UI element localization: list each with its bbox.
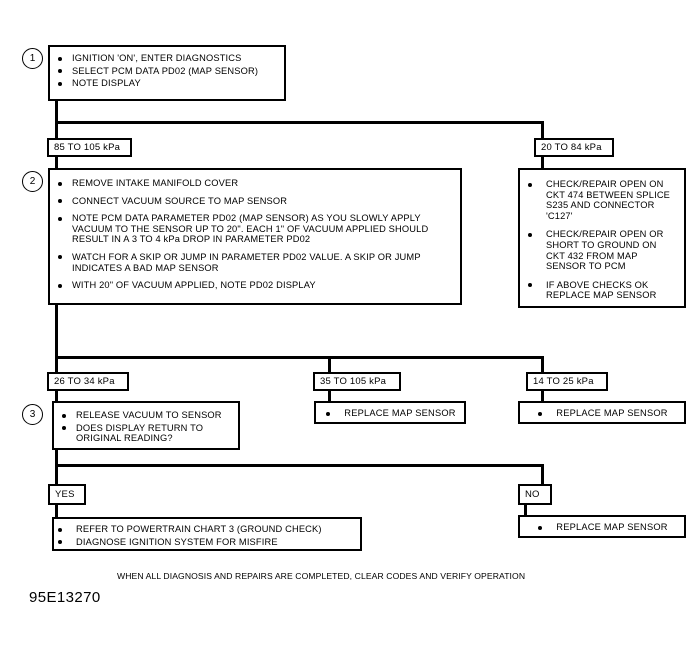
- step-2-item: REMOVE INTAKE MANIFOLD COVER: [50, 178, 460, 189]
- step-1-item: NOTE DISPLAY: [50, 78, 284, 89]
- range-tag-label: 14 TO 25 kPa: [533, 375, 594, 387]
- connector-branch2-middle-down: [328, 356, 331, 373]
- step-2-item: WATCH FOR A SKIP OR JUMP IN PARAMETER PD…: [50, 252, 460, 273]
- connector-branch2-bus: [55, 356, 544, 359]
- connector-branch3-right-down: [541, 464, 544, 485]
- range-tag-35-105: 35 TO 105 kPa: [313, 372, 401, 391]
- open-circuit-repair-box: CHECK/REPAIR OPEN ON CKT 474 BETWEEN SPL…: [518, 168, 686, 308]
- step-3-item: DOES DISPLAY RETURN TO ORIGINAL READING?: [54, 423, 238, 444]
- connector-branch2-left-down: [55, 356, 58, 373]
- no-outcome-box: REPLACE MAP SENSOR: [518, 515, 686, 538]
- range-tag-26-34: 26 TO 34 kPa: [47, 372, 129, 391]
- yes-outcome-item: REFER TO POWERTRAIN CHART 3 (GROUND CHEC…: [54, 524, 360, 535]
- connector-tag-to-replace-middle: [328, 391, 331, 402]
- footer-note: WHEN ALL DIAGNOSIS AND REPAIRS ARE COMPL…: [117, 571, 526, 581]
- range-tag-85-105: 85 TO 105 kPa: [47, 138, 132, 157]
- open-circuit-item: CHECK/REPAIR OPEN OR SHORT TO GROUND ON …: [520, 229, 684, 271]
- open-circuit-item: CHECK/REPAIR OPEN ON CKT 474 BETWEEN SPL…: [520, 179, 684, 221]
- step-2-item: WITH 20" OF VACUUM APPLIED, NOTE PD02 DI…: [50, 280, 460, 291]
- replace-map-sensor-box-right: REPLACE MAP SENSOR: [518, 401, 686, 424]
- connector-step1-down: [55, 101, 58, 124]
- branch-tag-label: NO: [525, 488, 540, 500]
- step-number-1: 1: [22, 48, 43, 69]
- replace-map-sensor-label: REPLACE MAP SENSOR: [536, 408, 668, 418]
- connector-tag-to-replace-right: [541, 391, 544, 402]
- range-tag-14-25: 14 TO 25 kPa: [526, 372, 608, 391]
- step-3-item: RELEASE VACUUM TO SENSOR: [54, 410, 238, 421]
- replace-map-sensor-label: REPLACE MAP SENSOR: [324, 408, 456, 418]
- range-tag-20-84: 20 TO 84 kPa: [534, 138, 614, 157]
- step-number-2: 2: [22, 171, 43, 192]
- replace-map-sensor-label: REPLACE MAP SENSOR: [536, 522, 668, 532]
- connector-no-down: [524, 505, 527, 516]
- branch-tag-yes: YES: [48, 484, 86, 505]
- step-1-item: IGNITION 'ON', ENTER DIAGNOSTICS: [50, 53, 284, 64]
- range-tag-label: 20 TO 84 kPa: [541, 141, 602, 153]
- connector-step3-down: [55, 450, 58, 485]
- step-2-item: NOTE PCM DATA PARAMETER PD02 (MAP SENSOR…: [50, 213, 460, 245]
- step-number-3: 3: [22, 404, 43, 425]
- connector-tag-to-step3: [55, 391, 58, 402]
- step-2-item: CONNECT VACUUM SOURCE TO MAP SENSOR: [50, 196, 460, 207]
- yes-outcome-item: DIAGNOSE IGNITION SYSTEM FOR MISFIRE: [54, 537, 360, 548]
- connector-branch1-left-down: [55, 121, 58, 139]
- yes-outcome-box: REFER TO POWERTRAIN CHART 3 (GROUND CHEC…: [52, 517, 362, 551]
- range-tag-label: 35 TO 105 kPa: [320, 375, 387, 387]
- range-tag-label: 26 TO 34 kPa: [54, 375, 115, 387]
- step-1-item: SELECT PCM DATA PD02 (MAP SENSOR): [50, 66, 284, 77]
- branch-tag-label: YES: [55, 488, 75, 500]
- connector-tag-to-open-circuit-box: [541, 157, 544, 169]
- connector-step2-down: [55, 305, 58, 359]
- step-number-3-label: 3: [29, 409, 36, 420]
- step-2-box: REMOVE INTAKE MANIFOLD COVER CONNECT VAC…: [48, 168, 462, 305]
- replace-map-sensor-box-middle: REPLACE MAP SENSOR: [314, 401, 466, 424]
- branch-tag-no: NO: [518, 484, 552, 505]
- step-number-1-label: 1: [29, 53, 36, 64]
- document-id: 95E13270: [29, 589, 101, 606]
- connector-branch2-right-down: [541, 356, 544, 373]
- range-tag-label: 85 TO 105 kPa: [54, 141, 121, 153]
- connector-branch3-bus: [55, 464, 544, 467]
- step-1-box: IGNITION 'ON', ENTER DIAGNOSTICS SELECT …: [48, 45, 286, 101]
- connector-branch1-bus: [55, 121, 544, 124]
- connector-tag-to-step2: [55, 157, 58, 169]
- connector-branch1-right-down: [541, 121, 544, 139]
- step-3-box: RELEASE VACUUM TO SENSOR DOES DISPLAY RE…: [52, 401, 240, 450]
- open-circuit-item: IF ABOVE CHECKS OK REPLACE MAP SENSOR: [520, 280, 684, 301]
- step-number-2-label: 2: [29, 176, 36, 187]
- connector-yes-down: [55, 505, 58, 518]
